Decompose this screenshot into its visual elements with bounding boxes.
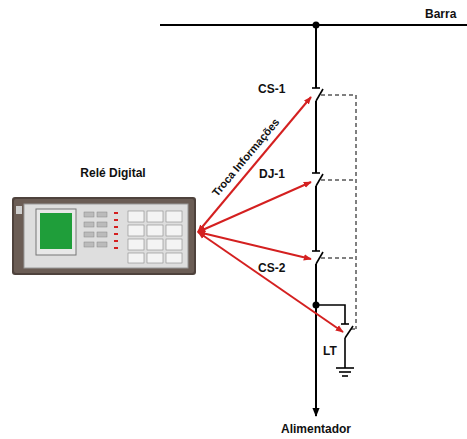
node-text: DJ-1 bbox=[259, 167, 286, 181]
relay-device bbox=[12, 197, 196, 275]
switch-symbol bbox=[312, 88, 323, 264]
signal-arrow bbox=[198, 232, 343, 332]
edge-label: Troca Informações bbox=[210, 116, 283, 199]
switch-label: CS-1 bbox=[258, 82, 311, 97]
signal-arrow bbox=[198, 97, 311, 232]
node-text: LT bbox=[323, 344, 337, 358]
grounding-switch-label: LT bbox=[323, 332, 343, 359]
feeder-line bbox=[315, 25, 317, 416]
node-text: Relé Digital bbox=[28, 166, 198, 180]
bus-name: Barra bbox=[425, 7, 456, 21]
feeder-name: Alimentador bbox=[281, 422, 351, 436]
breaker-label: DJ-1 bbox=[259, 167, 311, 182]
node-text: CS-2 bbox=[258, 261, 286, 275]
node-text: CS-1 bbox=[258, 82, 286, 96]
relay-label: Relé Digital bbox=[10, 163, 198, 277]
mechanical-link bbox=[321, 95, 356, 329]
signal-arrow bbox=[198, 232, 311, 259]
grounding-switch bbox=[316, 305, 354, 376]
switch-label: CS-2 bbox=[258, 259, 311, 276]
